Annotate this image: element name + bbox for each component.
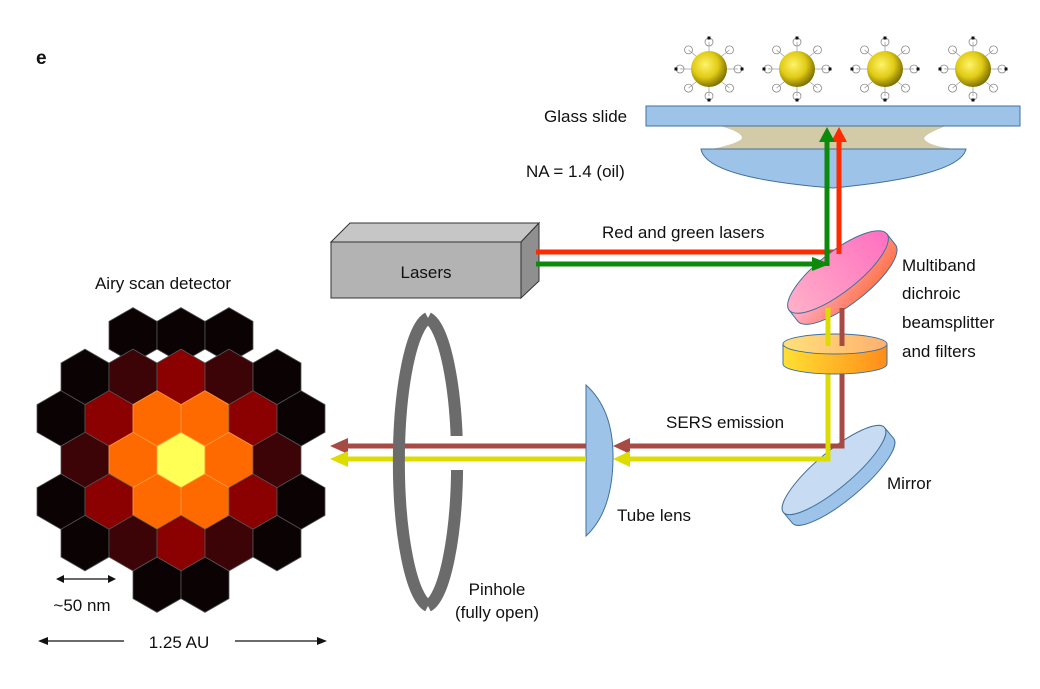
ligand-bond bbox=[985, 81, 994, 89]
ligand-bond bbox=[776, 49, 785, 57]
ligand-atom bbox=[795, 36, 799, 40]
green-laser-arrowhead bbox=[819, 127, 835, 142]
ligand-molecule bbox=[725, 83, 734, 93]
ligand-bond bbox=[864, 81, 873, 89]
ligand-atom bbox=[707, 36, 711, 40]
nanoparticle-core bbox=[691, 51, 727, 87]
ligand-bond bbox=[952, 49, 961, 57]
laser-source-box: Lasers bbox=[329, 221, 541, 300]
ligand-molecule bbox=[948, 45, 957, 55]
ligand-molecule bbox=[860, 83, 869, 93]
gold-nanoparticle bbox=[674, 36, 744, 102]
ligand-molecule bbox=[684, 45, 693, 55]
tube-lens-label: Tube lens bbox=[617, 506, 691, 525]
pixel-scale-label: ~50 nm bbox=[53, 596, 110, 615]
nanoparticle-core bbox=[955, 51, 991, 87]
ligand-atom bbox=[828, 67, 832, 71]
svg-text:(fully open): (fully open) bbox=[455, 603, 539, 622]
ligand-molecule bbox=[948, 83, 957, 93]
sers-emission-beams bbox=[613, 380, 845, 467]
nanoparticle-row bbox=[674, 36, 1008, 102]
svg-text:Multiband: Multiband bbox=[902, 256, 976, 275]
pinhole-front bbox=[392, 312, 432, 612]
red-laser-arrowhead bbox=[831, 127, 847, 142]
ligand-atom bbox=[916, 67, 920, 71]
ligand-molecule bbox=[901, 83, 910, 93]
pinhole-label: Pinhole (fully open) bbox=[455, 580, 539, 622]
mirror bbox=[781, 424, 896, 526]
glass-slide-label: Glass slide bbox=[544, 107, 627, 126]
ligand-bond bbox=[809, 81, 818, 89]
ligand-bond bbox=[897, 49, 906, 57]
ligand-atom bbox=[883, 36, 887, 40]
svg-text:dichroic: dichroic bbox=[902, 284, 961, 303]
objective-lens bbox=[700, 148, 967, 189]
ligand-molecule bbox=[860, 45, 869, 55]
ligand-atom bbox=[674, 67, 678, 71]
ligand-bond bbox=[721, 81, 730, 89]
ligand-atom bbox=[762, 67, 766, 71]
ligand-bond bbox=[809, 49, 818, 57]
pixel-scale-bar: ~50 nm bbox=[53, 575, 116, 615]
ligand-molecule bbox=[725, 45, 734, 55]
ligand-atom bbox=[740, 67, 744, 71]
ligand-molecule bbox=[989, 83, 998, 93]
detector-scale-label: 1.25 AU bbox=[149, 633, 210, 652]
sers-emission-label: SERS emission bbox=[666, 413, 784, 432]
dichroic-beamsplitter bbox=[787, 230, 898, 325]
ligand-bond bbox=[897, 81, 906, 89]
ligand-molecule bbox=[989, 45, 998, 55]
ligand-atom bbox=[850, 67, 854, 71]
ligand-bond bbox=[688, 49, 697, 57]
lasers-box-label: Lasers bbox=[400, 263, 451, 282]
svg-text:and filters: and filters bbox=[902, 342, 976, 361]
nanoparticle-core bbox=[867, 51, 903, 87]
ligand-molecule bbox=[901, 45, 910, 55]
gold-nanoparticle bbox=[938, 36, 1008, 102]
ligand-bond bbox=[721, 49, 730, 57]
detector-title: Airy scan detector bbox=[95, 274, 231, 293]
nanoparticle-core bbox=[779, 51, 815, 87]
green-laser-arrowhead-front bbox=[812, 257, 830, 271]
ligand-molecule bbox=[684, 83, 693, 93]
mirror-label: Mirror bbox=[887, 474, 932, 493]
ligand-molecule bbox=[813, 83, 822, 93]
ligand-bond bbox=[985, 49, 994, 57]
ligand-molecule bbox=[772, 45, 781, 55]
svg-text:beamsplitter: beamsplitter bbox=[902, 313, 995, 332]
ligand-bond bbox=[864, 49, 873, 57]
ligand-bond bbox=[952, 81, 961, 89]
airy-scan-detector bbox=[36, 307, 326, 613]
svg-text:Pinhole: Pinhole bbox=[469, 580, 526, 599]
panel-label: e bbox=[36, 48, 47, 69]
numerical-aperture-label: NA = 1.4 (oil) bbox=[526, 162, 625, 181]
ligand-bond bbox=[776, 81, 785, 89]
ligand-atom bbox=[971, 36, 975, 40]
gold-nanoparticle bbox=[850, 36, 920, 102]
ligand-atom bbox=[938, 67, 942, 71]
detector-hex-element bbox=[180, 556, 230, 613]
tube-lens bbox=[585, 383, 614, 538]
ligand-bond bbox=[688, 81, 697, 89]
ligand-atom bbox=[971, 98, 975, 102]
ligand-atom bbox=[795, 98, 799, 102]
detector-hex-element bbox=[252, 514, 302, 572]
pinhole-gap bbox=[448, 436, 464, 470]
red-green-lasers-label: Red and green lasers bbox=[602, 223, 765, 242]
ligand-atom bbox=[1004, 67, 1008, 71]
ligand-atom bbox=[707, 98, 711, 102]
gold-nanoparticle bbox=[762, 36, 832, 102]
emission-filter bbox=[782, 333, 888, 375]
dichroic-label: Multiband dichroic beamsplitter and filt… bbox=[902, 256, 995, 361]
ligand-atom bbox=[883, 98, 887, 102]
ligand-molecule bbox=[772, 83, 781, 93]
detector-scale-bar: 1.25 AU bbox=[38, 633, 327, 652]
ligand-molecule bbox=[813, 45, 822, 55]
glass-slide bbox=[645, 105, 1021, 127]
